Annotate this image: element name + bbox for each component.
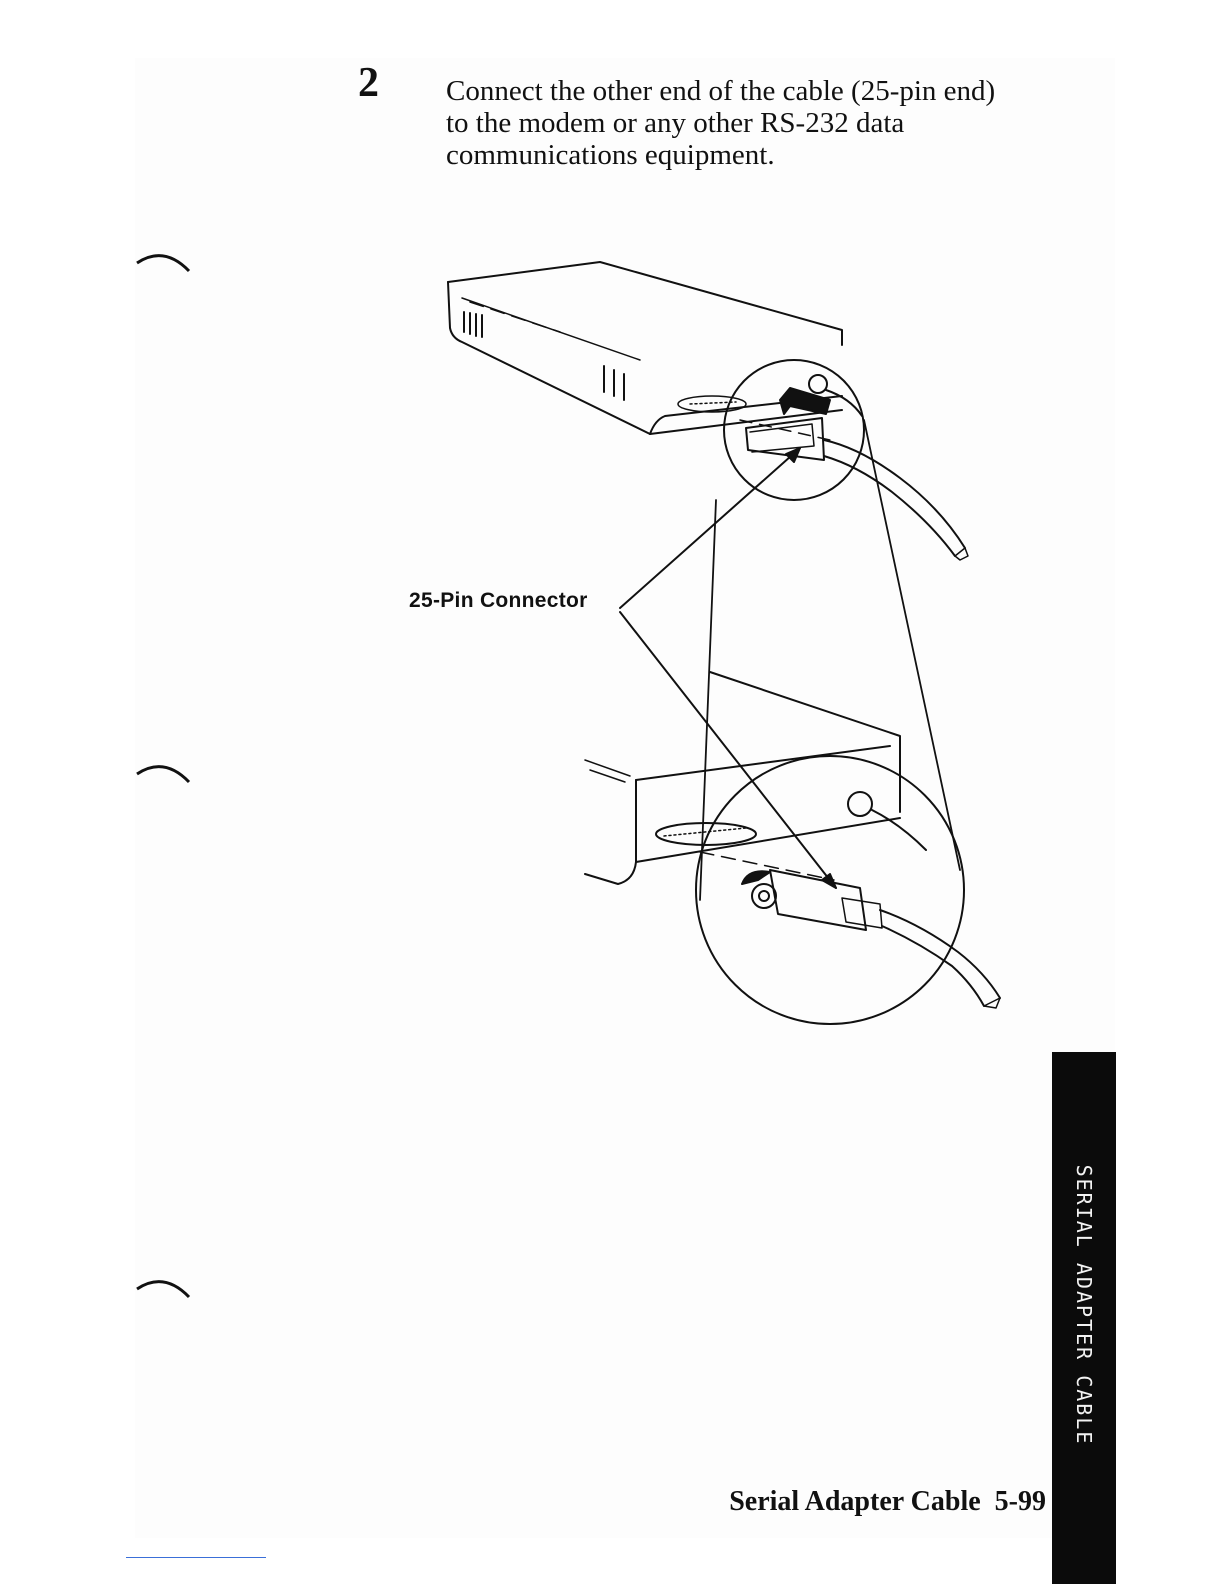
instruction-line-1: Connect the other end of the cable (25-p… xyxy=(446,75,1066,107)
binder-hole-arc-middle xyxy=(134,760,194,794)
step-number: 2 xyxy=(358,62,379,104)
callout-arrows xyxy=(620,448,836,888)
modem-connection-illustration xyxy=(395,245,1015,1045)
step-instruction: Connect the other end of the cable (25-p… xyxy=(446,75,1066,171)
binder-hole-arc-top xyxy=(134,249,194,283)
binder-hole-arc-bottom xyxy=(134,1275,194,1309)
footer-section-title: Serial Adapter Cable xyxy=(729,1486,980,1517)
page-footer: Serial Adapter Cable 5-99 xyxy=(729,1486,1046,1518)
side-tab-label: SERIAL ADAPTER CABLE xyxy=(1072,1165,1096,1446)
instruction-line-3: communications equipment. xyxy=(446,139,1066,171)
magnifier-circle-small xyxy=(724,360,968,560)
footnote-rule xyxy=(126,1557,266,1558)
instruction-line-2: to the modem or any other RS-232 data xyxy=(446,107,1066,139)
figure-callout-label: 25-Pin Connector xyxy=(409,589,588,613)
magnifier-circle-large xyxy=(696,756,1000,1024)
footer-page-number: 5-99 xyxy=(995,1486,1046,1517)
